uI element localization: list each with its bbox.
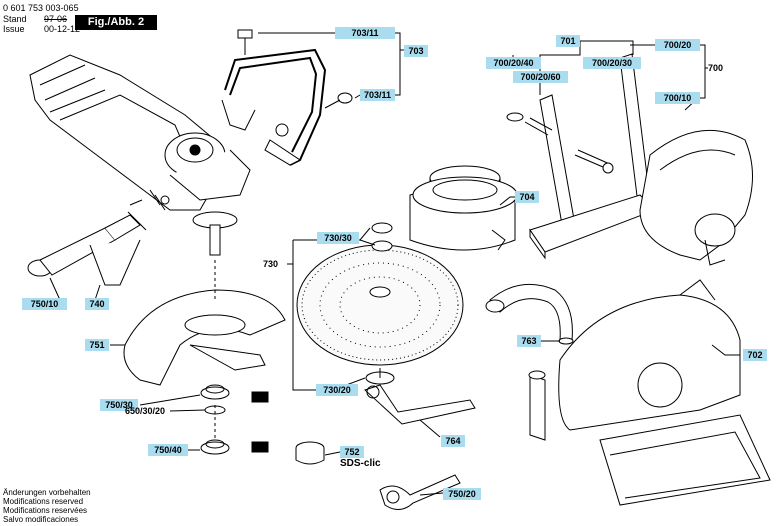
extraction-hood-drawing [409,165,518,251]
diamond-disc-drawing [296,222,464,385]
callout-700-20-40[interactable]: 700/20/40 [486,57,541,69]
callout-700[interactable]: 700 [708,63,724,73]
footer-spanish: Salvo modificaciones [3,515,79,524]
footer-french: Modifications reservées [3,506,88,515]
spanner-wrench-drawing [364,384,476,510]
callout-764[interactable]: 764 [441,435,465,447]
callout-750-20[interactable]: 750/20 [443,488,481,500]
stand-label: Stand [3,14,27,24]
callout-703[interactable]: 703 [404,45,428,57]
callout-702[interactable]: 702 [743,349,767,361]
flange-parts-drawing [200,384,325,465]
callout-700-20-30[interactable]: 700/20/30 [583,57,641,69]
callout-740[interactable]: 740 [85,298,109,310]
side-handle-drawing [27,199,147,286]
issue-label: Issue [3,24,25,34]
callout-700-20-60[interactable]: 700/20/60 [513,71,568,83]
suction-hose-drawing [485,283,574,345]
callout-703-11-bottom[interactable]: 703/11 [360,89,395,101]
callout-751[interactable]: 751 [85,339,109,351]
callout-750-40[interactable]: 750/40 [148,444,188,456]
angle-grinder-drawing [29,54,251,256]
figure-label: Fig./Abb. 2 [75,15,157,30]
cutting-stand-drawing [506,53,656,260]
callout-752[interactable]: 752 [340,446,364,458]
callout-750-30[interactable]: 750/30 [100,399,138,411]
callout-703-11-top[interactable]: 703/11 [335,27,395,39]
callout-730-20[interactable]: 730/20 [316,384,358,396]
footer-german: Änderungen vorbehalten [3,488,91,497]
callout-750-10[interactable]: 750/10 [22,298,67,310]
footer-english: Modifications reserved [3,497,84,506]
callout-763[interactable]: 763 [517,335,541,347]
clamp-bracket-drawing [221,29,353,166]
callout-700-10[interactable]: 700/10 [655,92,700,104]
wheel-guard-drawing [123,260,286,386]
callout-650-30-20[interactable]: 650/30/20 [124,406,166,416]
callout-730[interactable]: 730 [263,259,279,269]
callout-701[interactable]: 701 [556,35,580,47]
cutting-guard-drawing [639,129,753,266]
callout-700-20[interactable]: 700/20 [655,39,700,51]
issue-value: 00-12-12 [44,24,81,34]
sds-clic-label: SDS-clic [340,458,381,469]
document-number: 0 601 753 003-065 [3,3,79,13]
callout-704[interactable]: 704 [515,191,539,203]
callout-730-30[interactable]: 730/30 [317,232,359,244]
cutting-guard-702-drawing [528,279,771,506]
stand-value: 97-06 [44,14,68,24]
